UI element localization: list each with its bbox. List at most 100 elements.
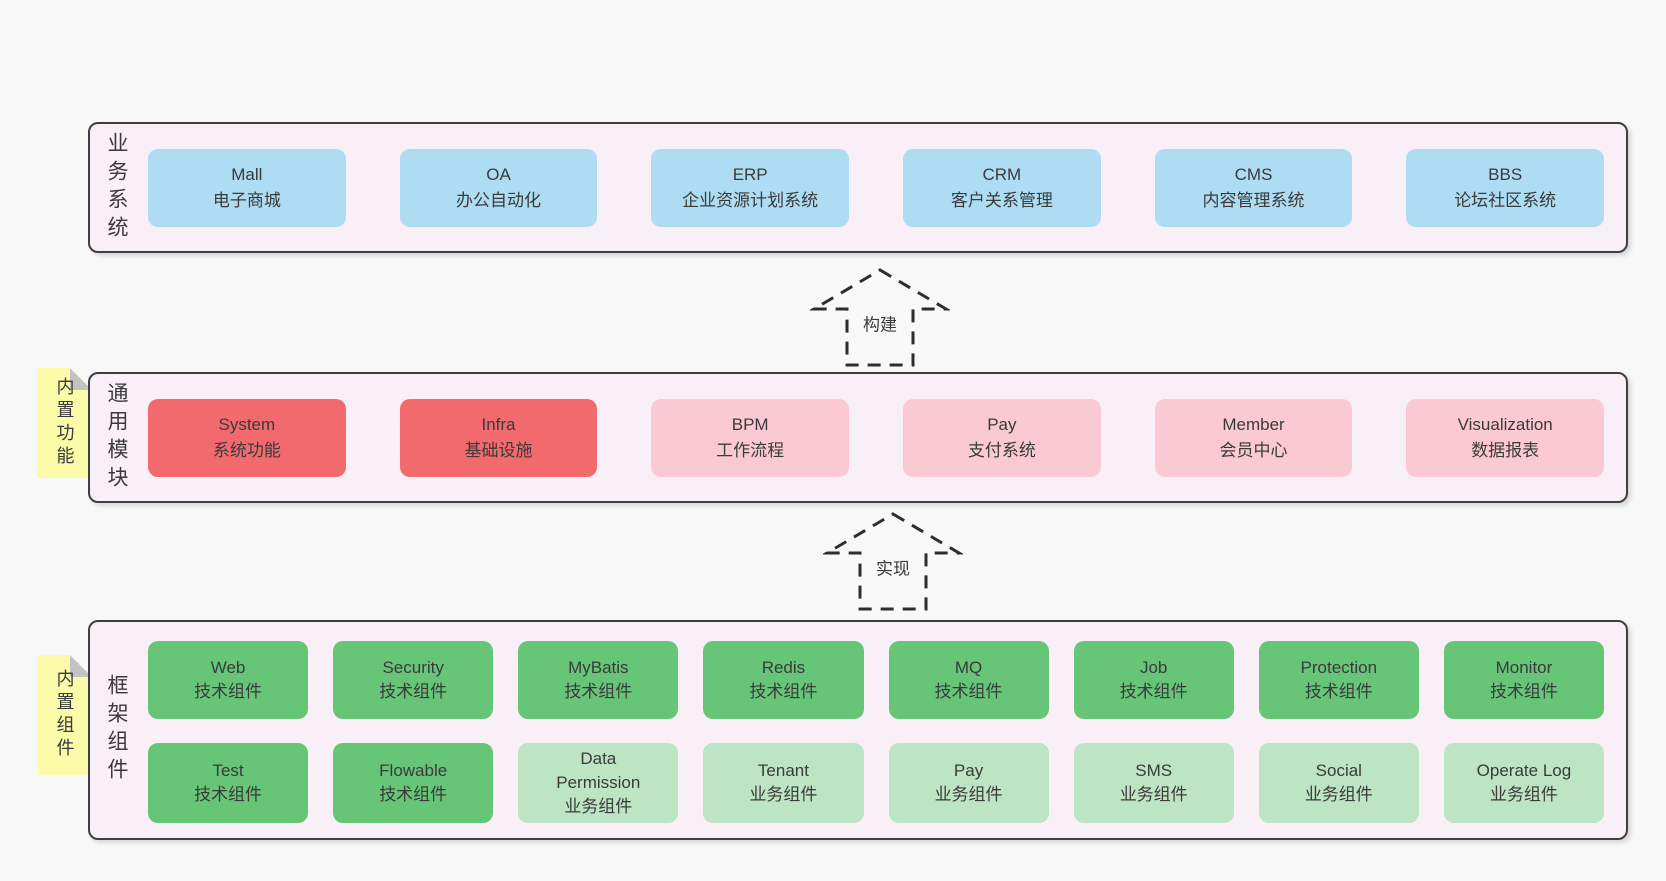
box-oa: OA 办公自动化 xyxy=(399,148,598,227)
box-protection: Protection 技术组件 xyxy=(1258,641,1419,719)
box-subtitle: 系统功能 xyxy=(212,440,281,460)
box-visualization: Visualization 数据报表 xyxy=(1406,398,1605,477)
box-subtitle: 技术组件 xyxy=(379,682,448,701)
box-bbs: BBS 论坛社区系统 xyxy=(1406,148,1605,227)
box-subtitle: 数据报表 xyxy=(1471,440,1540,460)
box-subtitle: 业务组件 xyxy=(564,797,633,817)
box-subtitle: 技术组件 xyxy=(1304,682,1373,701)
box-title: Web xyxy=(210,657,246,677)
box-bpm: BPM 工作流程 xyxy=(651,398,850,477)
box-title: Mall xyxy=(231,165,263,184)
box-subtitle: 技术组件 xyxy=(1119,682,1188,701)
box-title: CRM xyxy=(982,165,1022,184)
business-systems-row: Mall 电子商城 OA 办公自动化 ERP 企业资源计划系统 CRM 客户关系… xyxy=(148,148,1605,227)
band-label-business-systems: 业务系统 xyxy=(105,131,128,244)
box-test: Test 技术组件 xyxy=(148,743,309,823)
box-title: Protection xyxy=(1300,657,1378,677)
box-subtitle: 技术组件 xyxy=(564,682,633,701)
box-subtitle: 技术组件 xyxy=(1489,682,1558,701)
box-social: Social 业务组件 xyxy=(1258,743,1419,823)
box-title: Infra xyxy=(481,415,516,434)
box-subtitle: 业务组件 xyxy=(934,785,1003,804)
box-cms: CMS 内容管理系统 xyxy=(1154,148,1353,227)
box-subtitle: 企业资源计划系统 xyxy=(682,190,819,210)
arrow-implement: 实现 xyxy=(823,510,963,612)
box-subtitle: 技术组件 xyxy=(749,682,818,701)
sticky-note-built-in-components: 内置组件 xyxy=(37,655,92,775)
box-subtitle: 工作流程 xyxy=(716,440,785,460)
band-label-framework-components: 框架组件 xyxy=(105,674,128,786)
box-title: System xyxy=(218,415,276,434)
box-subtitle: 内容管理系统 xyxy=(1202,190,1305,210)
box-infra: Infra 基础设施 xyxy=(399,398,598,477)
arrow-build: 构建 xyxy=(810,266,950,368)
box-subtitle: 业务组件 xyxy=(749,785,818,804)
band-business-systems: 业务系统 Mall 电子商城 OA 办公自动化 ERP 企业资源计划系统 CRM… xyxy=(88,122,1628,253)
box-title: BBS xyxy=(1488,165,1523,184)
box-sms: SMS 业务组件 xyxy=(1073,743,1234,823)
box-title: Redis xyxy=(761,657,806,677)
note-text: 内置组件 xyxy=(54,669,75,761)
box-title: Member xyxy=(1222,415,1285,434)
box-mall: Mall 电子商城 xyxy=(148,148,346,227)
box-pay-business: Pay 业务组件 xyxy=(888,743,1049,823)
box-subtitle: 业务组件 xyxy=(1489,785,1558,804)
box-subtitle: 技术组件 xyxy=(194,785,263,804)
box-title: Data Permission xyxy=(556,748,641,792)
box-redis: Redis 技术组件 xyxy=(703,641,864,719)
box-title: Operate Log xyxy=(1476,760,1572,780)
box-subtitle: 电子商城 xyxy=(212,190,281,210)
box-subtitle: 基础设施 xyxy=(464,440,533,460)
band-framework-components: 框架组件 Web 技术组件 Security 技术组件 MyBatis 技术组件… xyxy=(88,620,1628,840)
box-title: Monitor xyxy=(1495,657,1553,677)
note-text: 内置功能 xyxy=(54,377,75,469)
up-arrow-icon xyxy=(823,512,963,611)
box-title: BPM xyxy=(731,415,769,434)
box-subtitle: 支付系统 xyxy=(967,440,1036,460)
box-title: ERP xyxy=(732,165,768,184)
box-mq: MQ 技术组件 xyxy=(888,641,1049,719)
box-subtitle: 技术组件 xyxy=(934,682,1003,701)
framework-components-grid: Web 技术组件 Security 技术组件 MyBatis 技术组件 Redi… xyxy=(148,641,1604,823)
box-monitor: Monitor 技术组件 xyxy=(1443,641,1604,719)
box-title: Visualization xyxy=(1457,415,1553,434)
box-title: SMS xyxy=(1135,760,1173,780)
box-title: Social xyxy=(1315,760,1362,780)
box-title: Test xyxy=(212,760,244,780)
arrow-label: 构建 xyxy=(859,309,901,337)
box-subtitle: 客户关系管理 xyxy=(950,190,1053,210)
box-crm: CRM 客户关系管理 xyxy=(903,148,1101,227)
band-label-common-modules: 通用模块 xyxy=(105,381,128,494)
arrow-label: 实现 xyxy=(872,553,914,581)
box-subtitle: 办公自动化 xyxy=(456,190,541,210)
box-operate-log: Operate Log 业务组件 xyxy=(1443,743,1604,823)
box-title: Security xyxy=(382,657,444,677)
box-subtitle: 论坛社区系统 xyxy=(1454,190,1557,210)
box-security: Security 技术组件 xyxy=(333,641,494,719)
box-title: Flowable xyxy=(379,760,448,780)
box-system: System 系统功能 xyxy=(148,398,346,477)
box-job: Job 技术组件 xyxy=(1073,641,1234,719)
box-subtitle: 业务组件 xyxy=(1304,785,1373,804)
box-title: MQ xyxy=(954,657,983,677)
up-arrow-icon xyxy=(810,268,950,367)
common-modules-row: System 系统功能 Infra 基础设施 BPM 工作流程 Pay 支付系统… xyxy=(148,398,1605,477)
box-web: Web 技术组件 xyxy=(148,641,309,719)
box-subtitle: 技术组件 xyxy=(379,785,448,804)
box-pay: Pay 支付系统 xyxy=(903,398,1101,477)
box-subtitle: 会员中心 xyxy=(1219,440,1288,460)
box-tenant: Tenant 业务组件 xyxy=(703,743,864,823)
box-title: Pay xyxy=(953,760,984,780)
box-data-permission: Data Permission 业务组件 xyxy=(518,743,679,823)
sticky-note-built-in-features: 内置功能 xyxy=(37,368,92,478)
box-member: Member 会员中心 xyxy=(1154,398,1353,477)
box-title: Tenant xyxy=(757,760,809,780)
box-subtitle: 业务组件 xyxy=(1119,785,1188,804)
box-title: MyBatis xyxy=(568,657,629,677)
box-flowable: Flowable 技术组件 xyxy=(333,743,494,823)
box-erp: ERP 企业资源计划系统 xyxy=(651,148,850,227)
box-title: CMS xyxy=(1234,165,1273,184)
box-title: Pay xyxy=(987,415,1017,434)
box-title: Job xyxy=(1139,657,1168,677)
